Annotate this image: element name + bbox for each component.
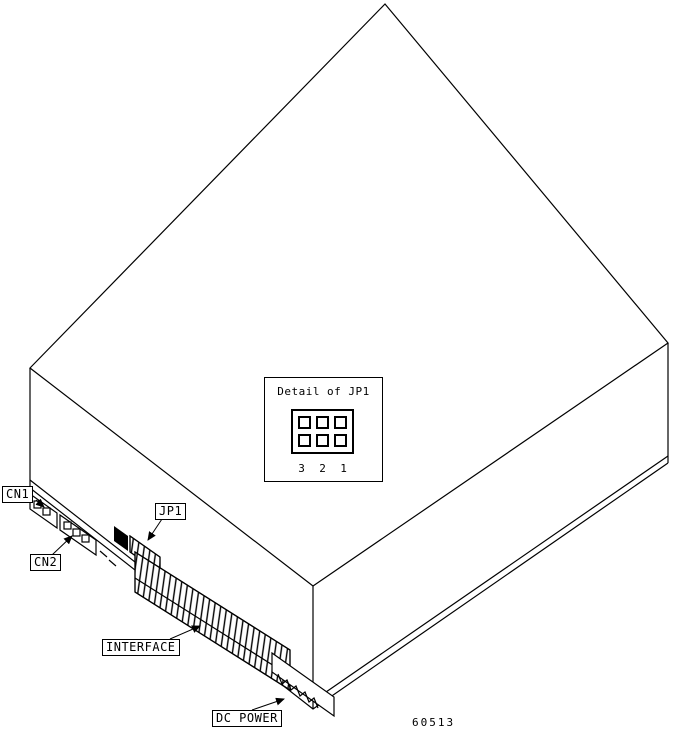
dc-power-connector — [271, 651, 335, 718]
label-cn1: CN1 — [2, 486, 34, 503]
cn2-leader-line — [51, 535, 73, 556]
jumper-pin-cell — [316, 434, 329, 447]
label-dc-power: DC POWER — [212, 710, 282, 727]
label-cn2: CN2 — [30, 554, 62, 571]
pin-number-1: 1 — [340, 462, 347, 475]
interface-connector — [134, 550, 291, 692]
jumper-pin-cell — [334, 434, 347, 447]
pin-number-3: 3 — [298, 462, 305, 475]
jumper-pin-cell — [298, 434, 311, 447]
figure-number: 60513 — [412, 716, 456, 729]
interface-leader-line — [169, 625, 201, 640]
board-marks — [99, 550, 117, 567]
cn2-connector — [59, 513, 97, 557]
chassis-wireframe — [29, 3, 669, 710]
dc-power-leader-line — [251, 697, 285, 711]
label-interface: INTERFACE — [102, 639, 180, 656]
jp1-detail-title: Detail of JP1 — [277, 385, 370, 398]
cn1-leader-line — [35, 498, 45, 508]
jp1-detail-inset: Detail of JP1 3 2 1 — [264, 377, 383, 482]
pin-number-2: 2 — [319, 462, 326, 475]
jp1-pin-numbers: 3 2 1 — [291, 462, 354, 475]
jp1-leader-line — [147, 518, 163, 541]
label-jp1: JP1 — [155, 503, 187, 520]
leader-lines — [35, 498, 285, 711]
jp1-jumper-block — [291, 409, 354, 454]
jumper-pin-cell — [316, 416, 329, 429]
jumper-pin-cell — [298, 416, 311, 429]
jumper-pin-cell — [334, 416, 347, 429]
